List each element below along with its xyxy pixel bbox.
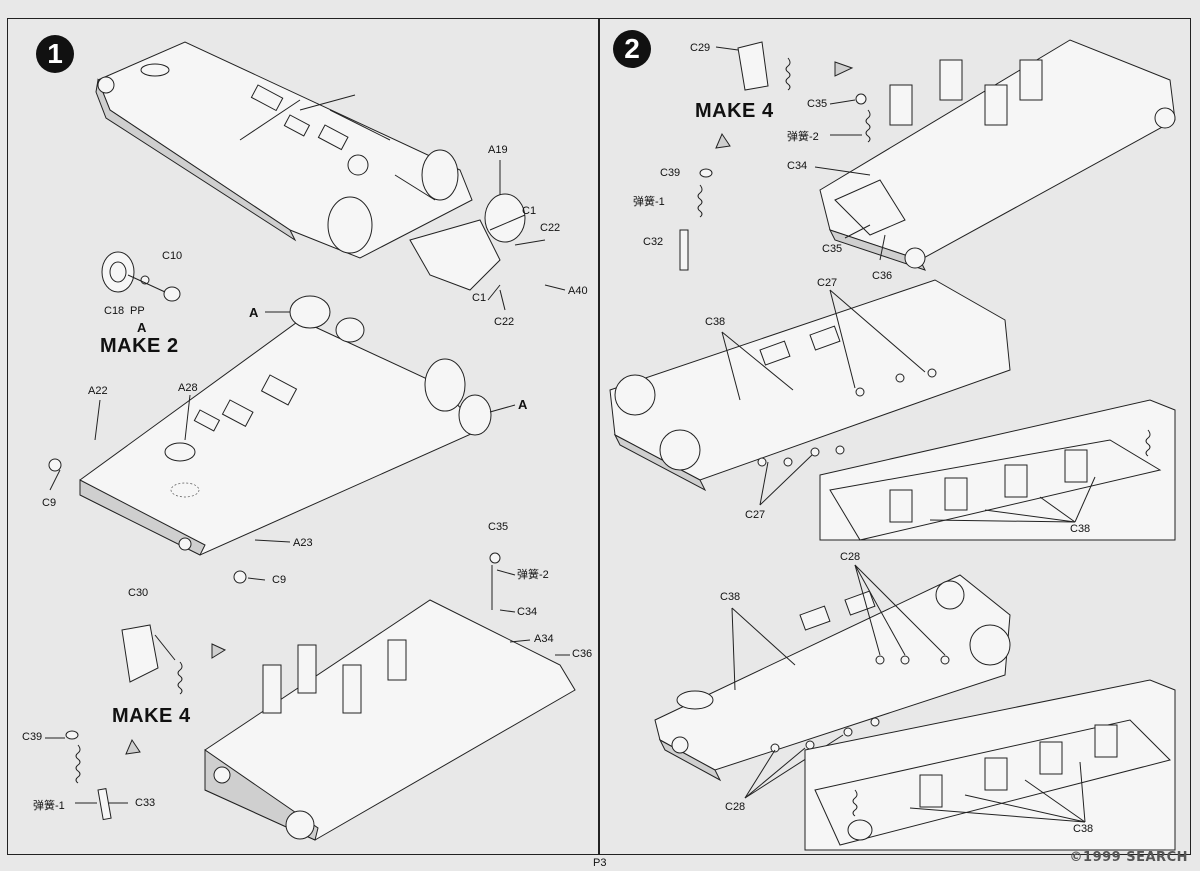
- label-c32: C32: [643, 236, 664, 248]
- label-c34: C34: [517, 606, 538, 618]
- label-c38-top: C38: [705, 316, 726, 328]
- step2-hull-mid: [609, 279, 1011, 506]
- label-c38-mid: C38: [720, 591, 741, 603]
- step1-hull-rear: [95, 41, 526, 291]
- label-a22: A22: [88, 385, 108, 397]
- label-c27-top: C27: [817, 277, 838, 289]
- make-4-note-step1: MAKE 4: [112, 705, 191, 727]
- step1-subassembly-wheel: [101, 251, 181, 302]
- label-a23: A23: [293, 537, 313, 549]
- label-a28: A28: [178, 382, 198, 394]
- label-c33: C33: [135, 797, 156, 809]
- label-a-left: A: [249, 305, 259, 320]
- label-c18: C18: [104, 305, 125, 317]
- label-c27-bottom: C27: [745, 509, 766, 521]
- step2-inset-1: [819, 399, 1176, 541]
- step-1-badge: 1: [36, 35, 74, 73]
- label-c38-inset-1: C38: [1070, 523, 1091, 535]
- step2-hull-bottom: [654, 564, 1011, 799]
- label-spring-1-step2: 弹簧-1: [633, 196, 665, 208]
- label-c30: C30: [128, 587, 149, 599]
- step2-inset-2: [804, 679, 1176, 851]
- label-c9-bottom: C9: [272, 574, 287, 586]
- label-c35: C35: [488, 521, 509, 533]
- label-spring-2-step2: 弹簧-2: [787, 131, 819, 143]
- arrow-up-right: [125, 738, 141, 755]
- label-c28-bottom: C28: [725, 801, 746, 813]
- watermark: ©1999 SEARCH: [1069, 850, 1188, 865]
- make-2-note: MAKE 2: [100, 335, 179, 357]
- step-1-panel: [7, 18, 599, 855]
- arrow-right: [211, 643, 227, 659]
- label-a34: A34: [534, 633, 554, 645]
- label-c38-inset-2: C38: [1073, 823, 1094, 835]
- make-4-note-step2: MAKE 4: [695, 100, 774, 122]
- label-c22-top: C22: [540, 222, 561, 234]
- label-c39-step2: C39: [660, 167, 681, 179]
- label-spring-1-step1: 弹簧-1: [33, 800, 65, 812]
- step2-hull-top: [819, 39, 1176, 271]
- label-c1-bottom: C1: [472, 292, 487, 304]
- label-c35b-step2: C35: [822, 243, 843, 255]
- label-c35-step2: C35: [807, 98, 828, 110]
- label-c22-bottom: C22: [494, 316, 515, 328]
- step-2-badge: 2: [613, 30, 651, 68]
- label-a-sub: A: [137, 320, 147, 335]
- label-c28-top: C28: [840, 551, 861, 563]
- step1-suspension-parts: [45, 624, 183, 821]
- label-c29: C29: [690, 42, 711, 54]
- label-c9-left: C9: [42, 497, 57, 509]
- label-c39-step1: C39: [22, 731, 43, 743]
- label-c1-top: C1: [522, 205, 537, 217]
- step1-hull-middle: [48, 295, 516, 584]
- arrow-right-2: [834, 61, 854, 77]
- label-c34-step2: C34: [787, 160, 808, 172]
- label-spring-2: 弹簧-2: [517, 569, 549, 581]
- step-2-panel: [599, 18, 1191, 855]
- label-c36-step2: C36: [872, 270, 893, 282]
- arrow-up-right-2: [715, 132, 731, 149]
- label-a40: A40: [568, 285, 588, 297]
- label-c36: C36: [572, 648, 593, 660]
- page-number: P3: [593, 857, 607, 869]
- label-c10: C10: [162, 250, 183, 262]
- label-a19: A19: [488, 144, 508, 156]
- label-pp: PP: [130, 305, 145, 317]
- step1-hull-bottom: [204, 552, 576, 841]
- label-a-right: A: [518, 397, 528, 412]
